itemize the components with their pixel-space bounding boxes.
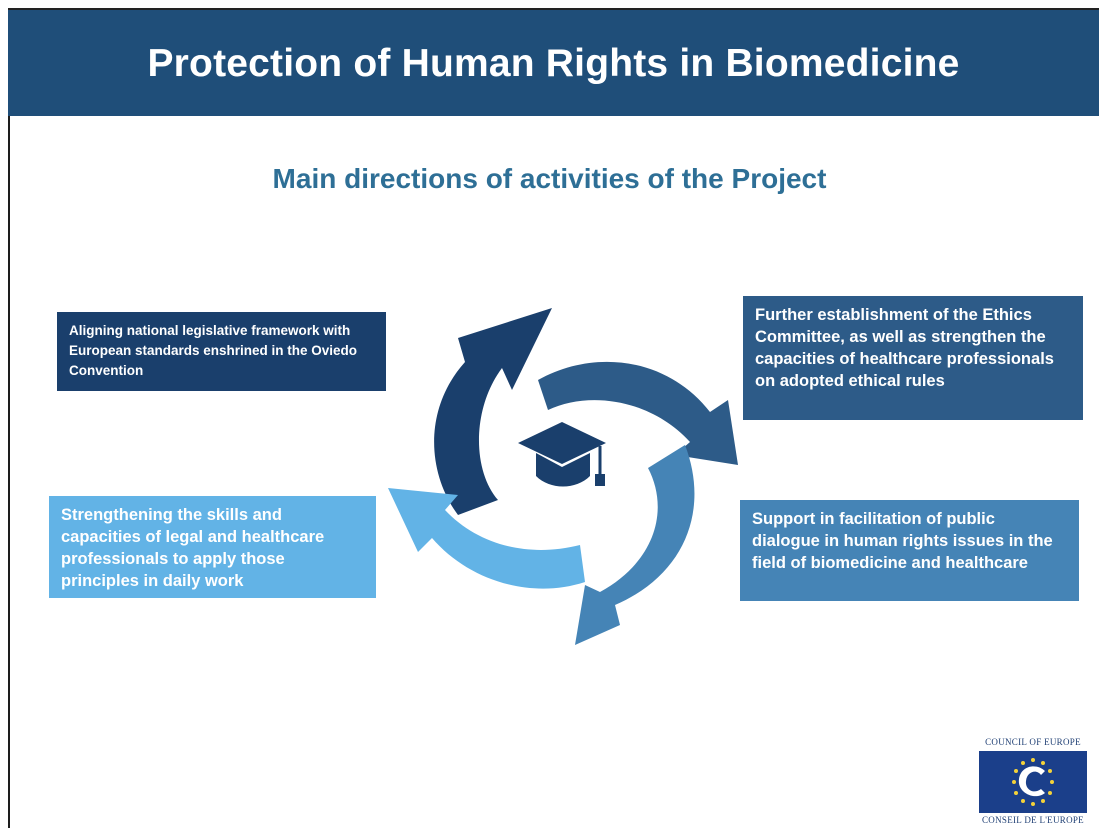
box-ethics-committee: Further establishment of the Ethics Comm… [743,296,1083,420]
page-title: Protection of Human Rights in Biomedicin… [147,42,960,85]
logo-bottom-text: CONSEIL DE L'EUROPE [982,815,1084,825]
europe-emblem-icon [979,751,1087,813]
logo-top-text: COUNCIL OF EUROPE [985,737,1081,747]
graduation-cap-icon [518,422,606,487]
subtitle: Main directions of activities of the Pro… [272,163,827,194]
cycle-arrow-medium [575,445,695,645]
box-strengthening-skills: Strengthening the skills and capacities … [49,496,376,598]
title-bar: Protection of Human Rights in Biomedicin… [8,8,1099,116]
box-legislative-framework: Aligning national legislative framework … [57,312,386,391]
council-of-europe-logo: COUNCIL OF EUROPE CONSEIL DE L'EUROPE [976,737,1090,825]
slide-left-border [8,110,10,828]
cycle-arrow-light [388,488,585,589]
cycle-arrow-dark [434,308,552,515]
box-public-dialogue: Support in facilitation of public dialog… [740,500,1079,601]
cycle-arrow-medium-dark [538,361,738,465]
cycle-arrows [388,308,738,645]
